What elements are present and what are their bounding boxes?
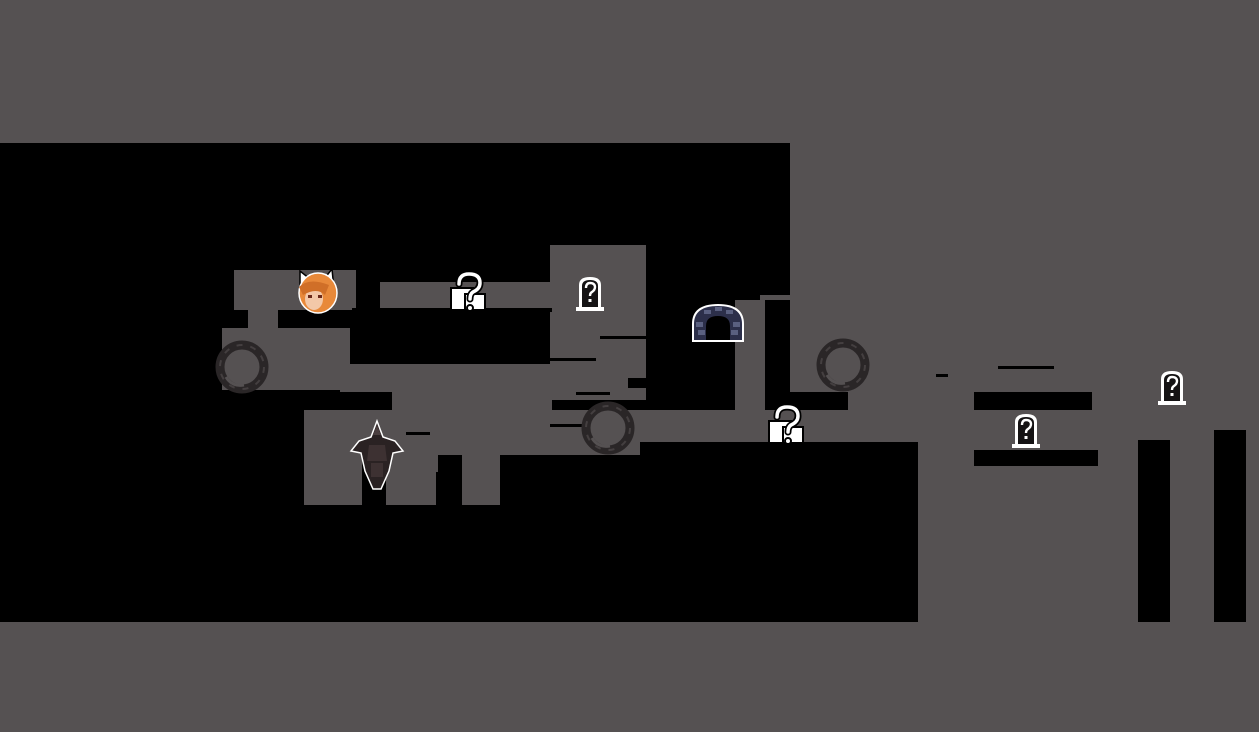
question-tablet-icon[interactable] — [1010, 412, 1042, 450]
question-tablet-icon[interactable] — [1156, 369, 1188, 407]
player-fox-girl-icon[interactable] — [298, 267, 338, 314]
stone-archway-icon[interactable] — [692, 304, 744, 342]
void-strip-right-2 — [1214, 430, 1246, 622]
armored-knight-icon[interactable] — [349, 418, 405, 490]
void-ledge-4 — [936, 374, 948, 377]
void-ledge-2 — [974, 450, 1098, 466]
void-ledge-1 — [974, 392, 1092, 410]
void-strip-right-1 — [1138, 440, 1170, 622]
question-tablet-icon[interactable] — [574, 275, 606, 313]
void-ledge-3 — [998, 366, 1054, 369]
